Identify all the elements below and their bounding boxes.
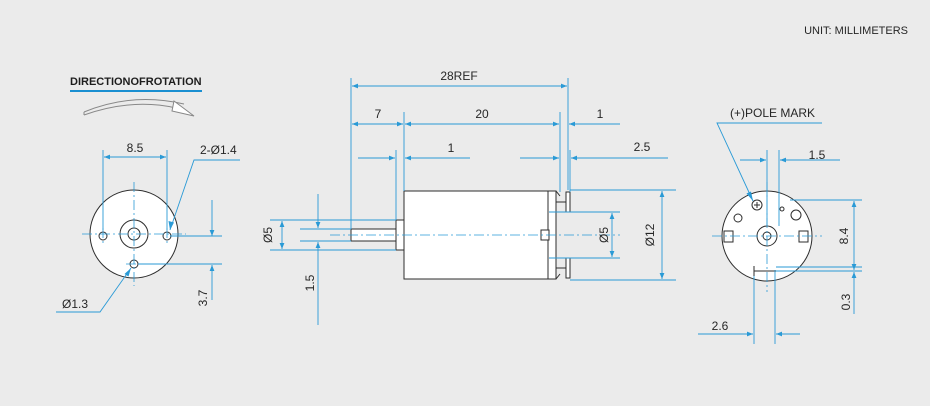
dim-body-diameter: Ø12 xyxy=(643,223,657,246)
rotation-indicator: DIRECTIONOFROTATION xyxy=(70,76,202,117)
dim-terminal-length: 2.5 xyxy=(634,140,651,154)
rotation-arrow-icon xyxy=(83,99,195,117)
dim-boss-diameter: Ø5 xyxy=(597,227,611,243)
dim-body-length: 20 xyxy=(475,107,489,121)
dim-mount-holes: 2-Ø1.4 xyxy=(200,143,237,157)
pole-mark-icon xyxy=(751,199,763,211)
pole-mark-label: (+)POLE MARK xyxy=(730,106,815,120)
dim-shaft-offset: 1.5 xyxy=(303,274,317,291)
dim-total-length: 28REF xyxy=(440,69,477,83)
dim-rear-bottom-right: 0.3 xyxy=(839,293,853,310)
dim-hole-spacing: 8.5 xyxy=(127,141,144,155)
dim-rear-bottom: 2.6 xyxy=(712,319,729,333)
side-view: 28REF 7 20 1 1 2.5 Ø5 1.5 Ø xyxy=(261,69,676,325)
unit-note: UNIT: MILLIMETERS xyxy=(804,25,908,37)
terminal-bottom xyxy=(565,257,571,279)
dim-rear-right: 8.4 xyxy=(837,227,851,244)
rotation-title: DIRECTIONOFROTATION xyxy=(70,76,202,88)
rear-terminal-left xyxy=(723,230,734,243)
rear-view: (+)POLE MARK 1.5 8.4 0.3 2.6 xyxy=(698,106,862,344)
dim-rear-top: 1.5 xyxy=(809,148,826,162)
terminal-top xyxy=(565,191,571,213)
rear-terminal-right xyxy=(798,230,809,243)
dim-terminal-gap: 1 xyxy=(597,107,604,121)
dim-boss-width: 1 xyxy=(448,141,455,155)
dim-small-hole: Ø1.3 xyxy=(62,297,88,311)
dim-shaft-diameter: Ø5 xyxy=(261,227,275,243)
front-view: 8.5 2-Ø1.4 Ø1.3 3.7 xyxy=(56,141,240,313)
dim-offset: 3.7 xyxy=(196,289,210,306)
dim-shaft-length: 7 xyxy=(375,107,382,121)
